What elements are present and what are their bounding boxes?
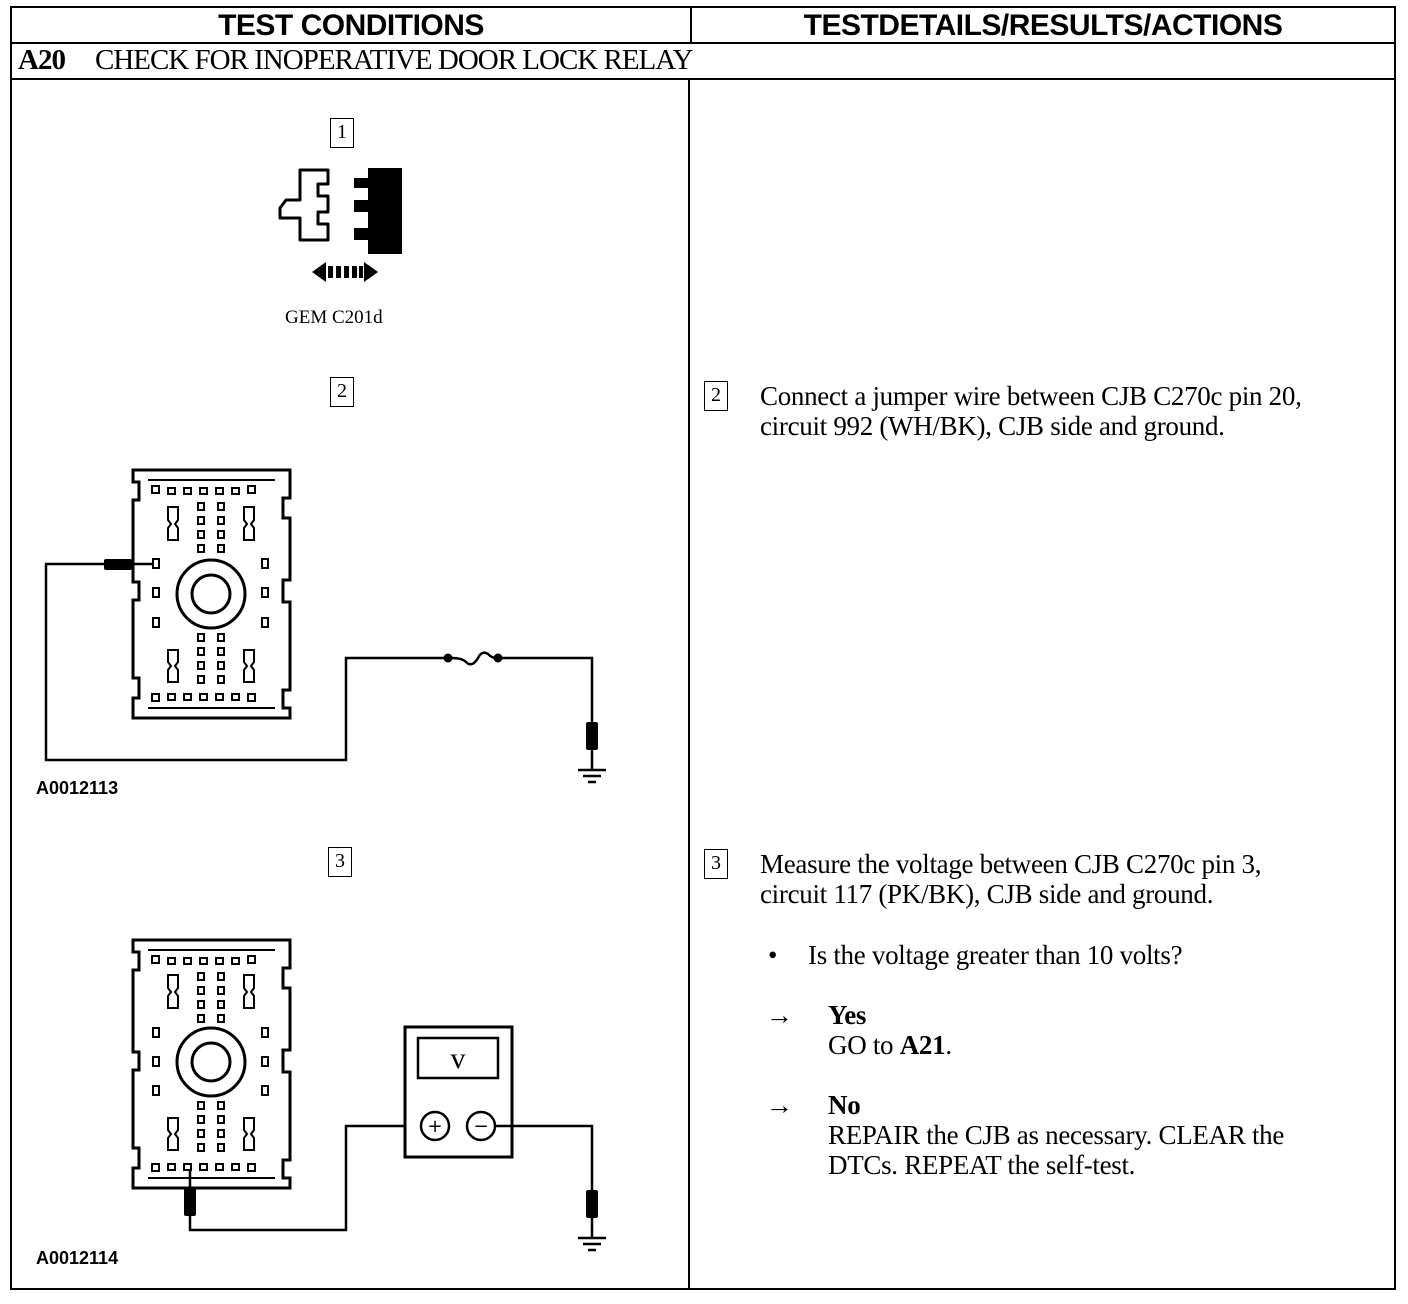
step-2-number-right: 2 bbox=[704, 381, 728, 411]
yes-action: GO to A21. bbox=[828, 1030, 952, 1060]
header-test-details: TESTDETAILS/RESULTS/ACTIONS bbox=[803, 9, 1283, 42]
step-2-figure-id: A0012113 bbox=[36, 778, 119, 798]
voltage-measurement-diagram: v + − bbox=[131, 938, 606, 1252]
step-3-instruction-line-2: circuit 117 (PK/BK), CJB side and ground… bbox=[760, 879, 1214, 909]
cjb-connector-icon bbox=[131, 938, 292, 1190]
bullet-icon: • bbox=[768, 940, 778, 970]
step-1-caption: GEM C201d bbox=[285, 307, 383, 328]
step-3-instruction-line-1: Measure the voltage between CJB C270c pi… bbox=[760, 849, 1262, 879]
jumper-wire-diagram bbox=[44, 468, 606, 784]
body-column-divider bbox=[688, 78, 690, 1290]
no-arrow-icon: → bbox=[766, 1090, 793, 1120]
meter-display-text: v bbox=[451, 1042, 466, 1075]
no-action-line-2: DTCs. REPEAT the self-test. bbox=[828, 1150, 1136, 1180]
test-code: A20 bbox=[18, 44, 66, 76]
yes-arrow-icon: → bbox=[766, 1000, 793, 1030]
yes-action-target: A21 bbox=[899, 1030, 946, 1060]
header-test-conditions: TEST CONDITIONS bbox=[218, 9, 484, 42]
yes-action-prefix: GO to bbox=[828, 1030, 894, 1060]
step-2-instruction-line-1: Connect a jumper wire between CJB C270c … bbox=[760, 381, 1302, 411]
test-title-row: A20 CHECK FOR INOPERATIVE DOOR LOCK RELAY bbox=[18, 44, 693, 78]
step-2-instruction-line-2: circuit 992 (WH/BK), CJB side and ground… bbox=[760, 411, 1225, 441]
step-2-number-left: 2 bbox=[330, 377, 354, 407]
table-frame bbox=[10, 6, 1396, 1290]
meter-plus-terminal: + bbox=[427, 1116, 442, 1137]
no-action-line-1: REPAIR the CJB as necessary. CLEAR the bbox=[828, 1120, 1285, 1150]
disconnect-connector-icon bbox=[278, 168, 402, 282]
header-column-divider bbox=[690, 6, 692, 42]
cjb-connector-icon bbox=[131, 468, 292, 720]
voltmeter-icon bbox=[403, 1025, 514, 1159]
step-3-number-left: 3 bbox=[328, 847, 352, 877]
step-3-figure-id: A0012114 bbox=[36, 1248, 119, 1268]
meter-minus-terminal: − bbox=[473, 1116, 488, 1137]
step-3-question: Is the voltage greater than 10 volts? bbox=[808, 940, 1183, 970]
header-divider bbox=[10, 42, 1396, 44]
yes-label: Yes bbox=[828, 1000, 867, 1030]
step-1-number: 1 bbox=[330, 118, 354, 148]
title-divider bbox=[10, 78, 1396, 80]
no-label: No bbox=[828, 1090, 861, 1120]
step-3-number-right: 3 bbox=[704, 849, 728, 879]
test-title: CHECK FOR INOPERATIVE DOOR LOCK RELAY bbox=[94, 44, 694, 76]
